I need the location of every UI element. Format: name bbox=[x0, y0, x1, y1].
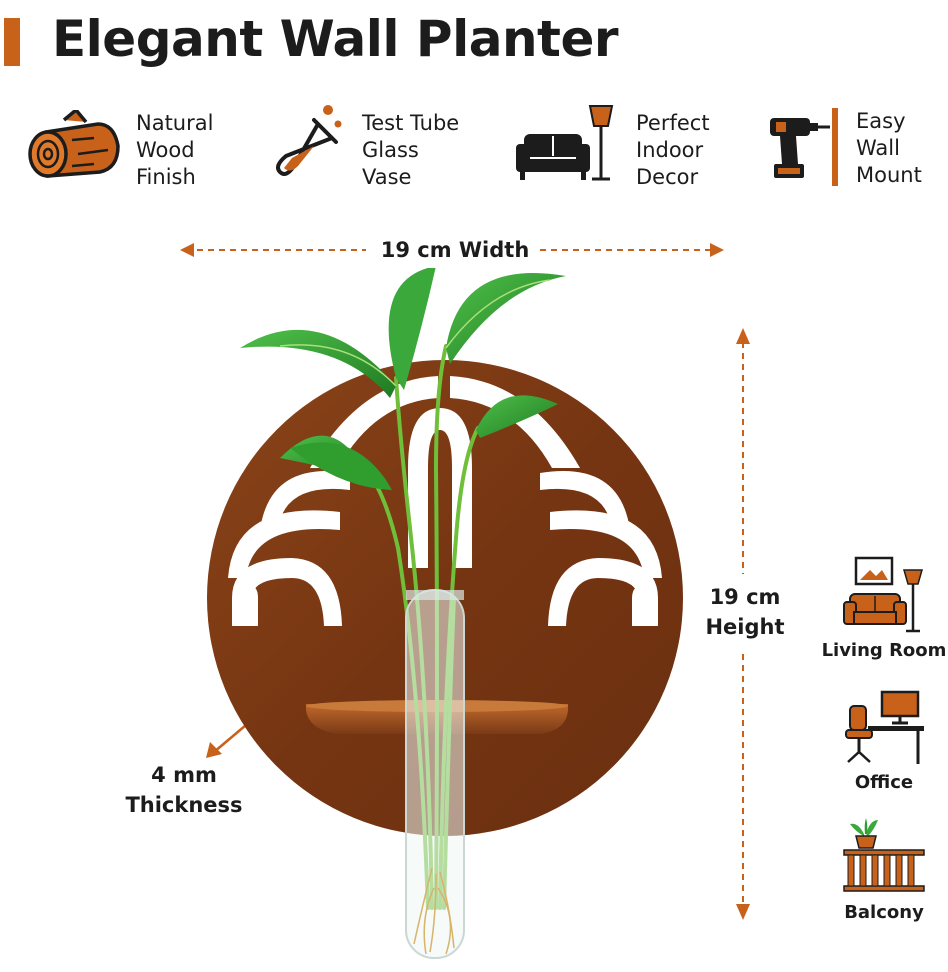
feature-label: Easy Wall Mount bbox=[856, 109, 922, 187]
page-title: Elegant Wall Planter bbox=[52, 10, 619, 68]
feature-label: Natural Wood Finish bbox=[136, 111, 214, 189]
width-dimension-arrow bbox=[180, 243, 724, 257]
feature-indoor-decor: Perfect Indoor Decor bbox=[514, 104, 724, 204]
height-label: 19 cm Height bbox=[705, 585, 785, 639]
sofa-lamp-icon bbox=[514, 104, 618, 184]
feature-natural-wood: Natural Wood Finish bbox=[28, 104, 228, 204]
feature-label: Test Tube Glass Vase bbox=[362, 111, 460, 189]
title-accent-bar bbox=[4, 18, 20, 66]
feature-divider bbox=[832, 108, 838, 186]
feature-test-tube: Test Tube Glass Vase bbox=[272, 104, 482, 204]
wood-log-icon bbox=[28, 110, 124, 182]
balcony-icon bbox=[842, 818, 926, 896]
feature-label: Perfect Indoor Decor bbox=[636, 111, 710, 189]
use-case-label: Balcony bbox=[844, 902, 924, 923]
use-case-label: Living Room bbox=[821, 640, 947, 661]
use-case-office: Office bbox=[820, 688, 948, 793]
thickness-label: 4 mm Thickness bbox=[125, 763, 243, 817]
use-case-balcony: Balcony bbox=[820, 818, 948, 923]
use-case-label: Office bbox=[854, 772, 914, 793]
feature-easy-mount: Easy Wall Mount bbox=[768, 104, 948, 204]
test-tube-icon bbox=[272, 104, 352, 184]
use-case-living-room: Living Room bbox=[820, 556, 948, 661]
width-label: 19 cm Width bbox=[380, 238, 530, 262]
office-desk-icon bbox=[842, 688, 926, 766]
drill-icon bbox=[768, 112, 832, 182]
wall-planter-illustration bbox=[207, 268, 683, 959]
living-room-icon bbox=[842, 556, 926, 634]
height-dimension-arrow bbox=[736, 328, 750, 920]
